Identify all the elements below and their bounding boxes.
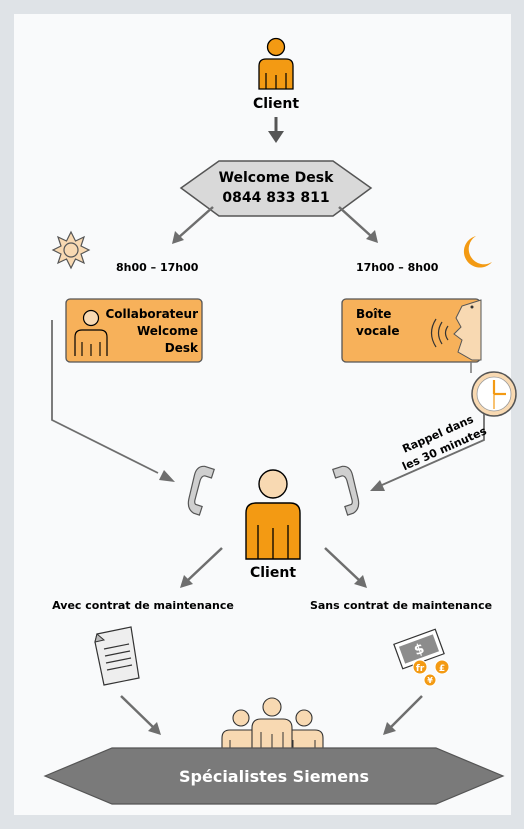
- diagram-panel: [14, 14, 511, 815]
- day-hours: 8h00 – 17h00: [116, 261, 199, 274]
- yen-symbol: ¥: [427, 676, 433, 685]
- clock-icon: [471, 371, 517, 417]
- welcome-desk-phone: 0844 833 811: [222, 190, 329, 206]
- money-icon: $ fr £ ¥: [393, 628, 450, 687]
- without-contract-label: Sans contrat de maintenance: [310, 599, 492, 612]
- voicemail-card: [341, 298, 482, 363]
- welcome-desk-shape: [179, 160, 373, 217]
- client-top-icon: [258, 37, 294, 90]
- arrow-doc-to-specialists: [120, 695, 161, 735]
- document-icon: [94, 626, 140, 686]
- collaborateur-line1: Collaborateur: [105, 307, 198, 321]
- collaborateur-card: [65, 298, 203, 363]
- down-arrow: [268, 117, 284, 143]
- voicemail-line1: Boîte: [356, 307, 391, 321]
- client-center-icon: [245, 469, 301, 560]
- arrow-to-without-contract: [324, 547, 367, 588]
- left-connector: [51, 320, 175, 482]
- with-contract-label: Avec contrat de maintenance: [52, 599, 234, 612]
- client-center-label: Client: [250, 565, 296, 581]
- arrow-to-with-contract: [180, 547, 223, 588]
- voicemail-line2: vocale: [356, 324, 400, 338]
- specialists-bar: [43, 747, 505, 805]
- pound-symbol: £: [439, 664, 445, 674]
- client-top-label: Client: [253, 96, 299, 112]
- arrow-money-to-specialists: [383, 695, 423, 735]
- night-hours: 17h00 – 8h00: [356, 261, 439, 274]
- specialists-label: Spécialistes Siemens: [179, 767, 369, 786]
- right-connector: [370, 414, 485, 491]
- collaborateur-line3: Desk: [165, 341, 199, 355]
- phone-icon-right: [332, 465, 360, 516]
- franc-symbol: fr: [416, 664, 425, 674]
- moon-icon: [463, 236, 492, 268]
- arrow-to-day: [172, 206, 214, 244]
- arrow-to-night: [338, 206, 378, 243]
- collaborateur-line2: Welcome: [137, 324, 198, 338]
- welcome-desk-title: Welcome Desk: [219, 170, 335, 186]
- specialists-people-icon: [221, 697, 324, 753]
- phone-icon-left: [187, 465, 215, 516]
- sun-icon: [51, 230, 91, 270]
